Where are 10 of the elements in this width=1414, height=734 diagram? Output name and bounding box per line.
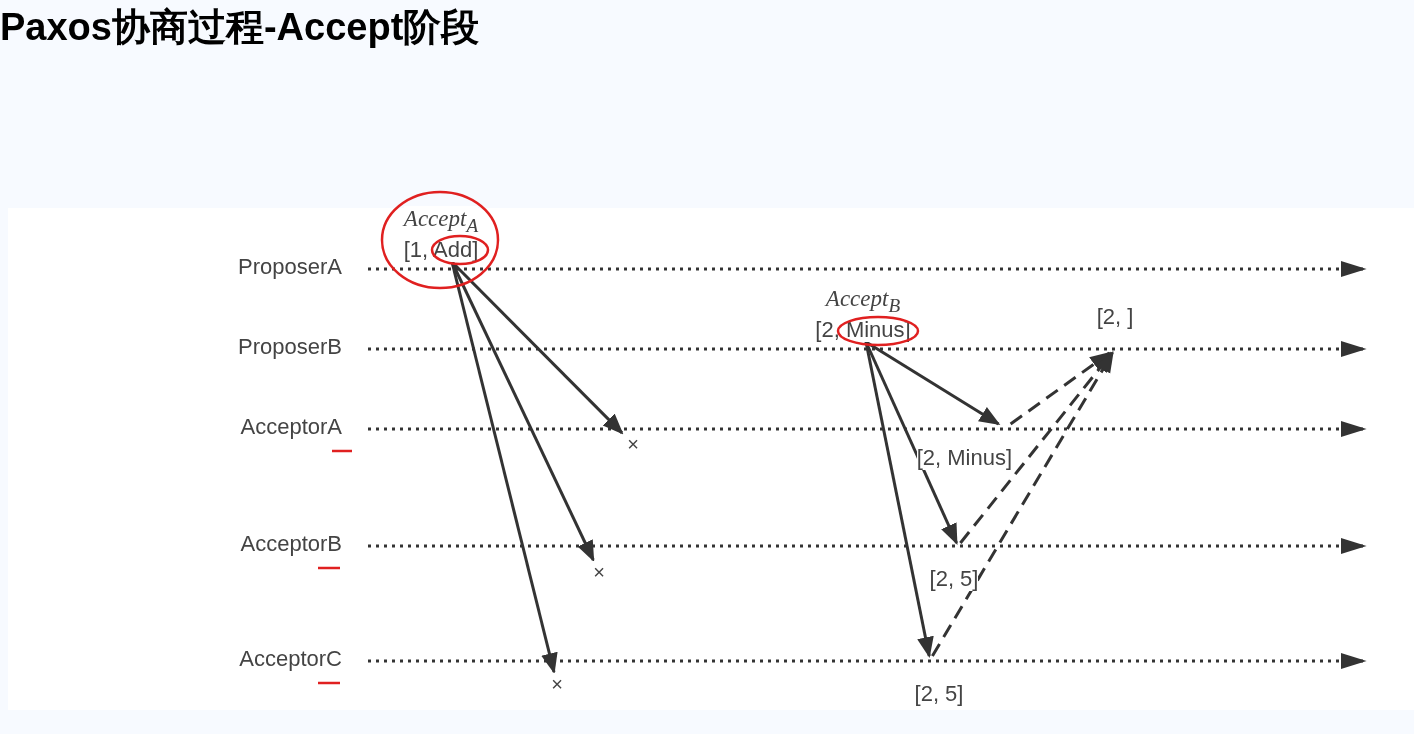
lifeline-label: AcceptorB [240,531,342,557]
arrow [1009,351,1112,426]
arrow [959,351,1114,544]
arrow [865,340,1001,426]
lifeline-label: AcceptorC [239,646,342,672]
lifeline-label: ProposerB [238,334,342,360]
arrow [931,351,1114,657]
page-title: Paxos协商过程-Accept阶段 [0,5,480,50]
lifeline-label: ProposerA [238,254,342,280]
lifeline-label: AcceptorA [240,414,342,440]
